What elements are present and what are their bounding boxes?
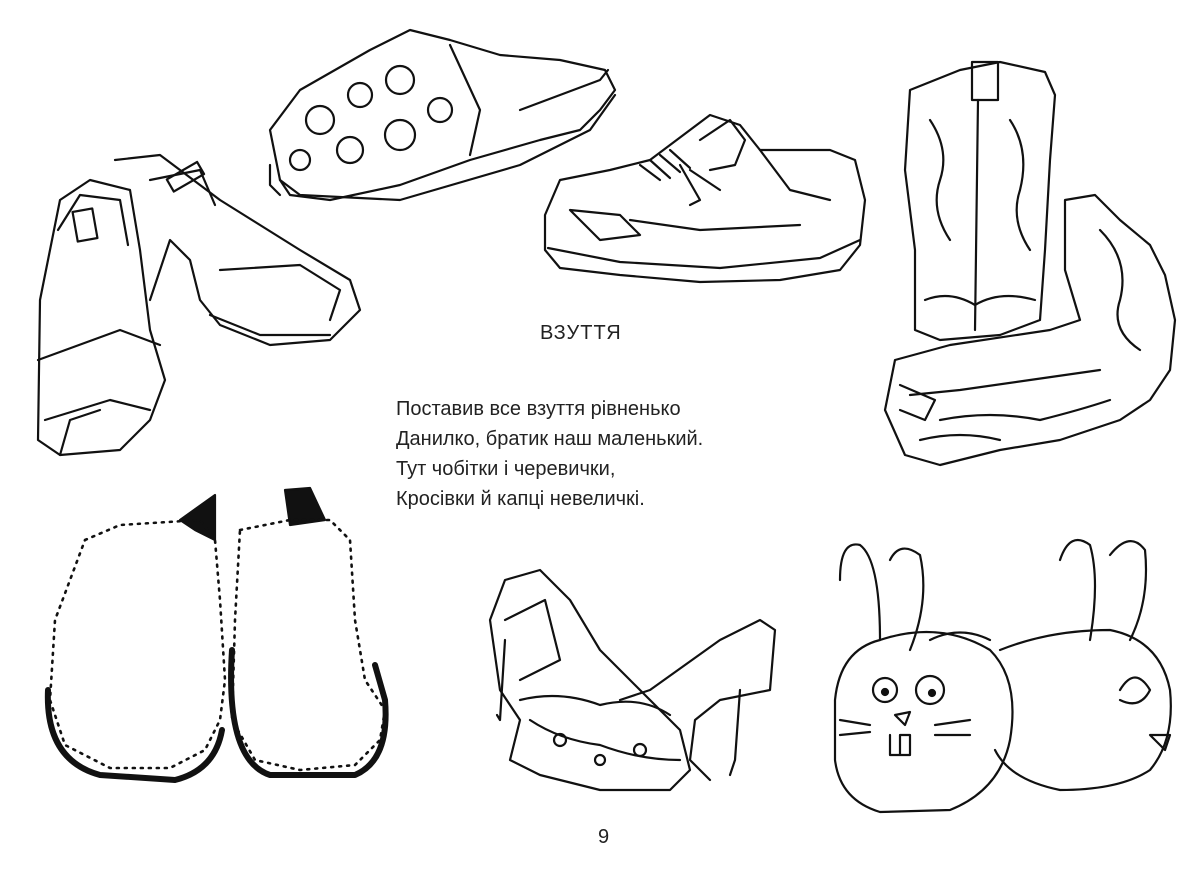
sneaker-icon [543, 113, 867, 284]
poem-line: Поставив все взуття рівненько [396, 398, 681, 420]
cowboy-boots-icon [883, 60, 1177, 467]
poem-line: Тут чобітки і черевички, [396, 458, 616, 480]
poem-line: Кросівки й капці невеличкі. [396, 488, 645, 510]
high-heels-icon [488, 568, 777, 792]
bunny-slippers-icon [833, 538, 1172, 814]
poem: Поставив все взуття рівненько Данилко, б… [396, 394, 703, 514]
mules-icon [36, 153, 362, 457]
page-number: 9 [598, 826, 610, 848]
poem-line: Данилко, братик наш маленький. [396, 428, 704, 450]
page-title: ВЗУТТЯ [540, 322, 622, 344]
clog-icon [268, 28, 617, 202]
loafers-outline-icon [44, 486, 389, 783]
